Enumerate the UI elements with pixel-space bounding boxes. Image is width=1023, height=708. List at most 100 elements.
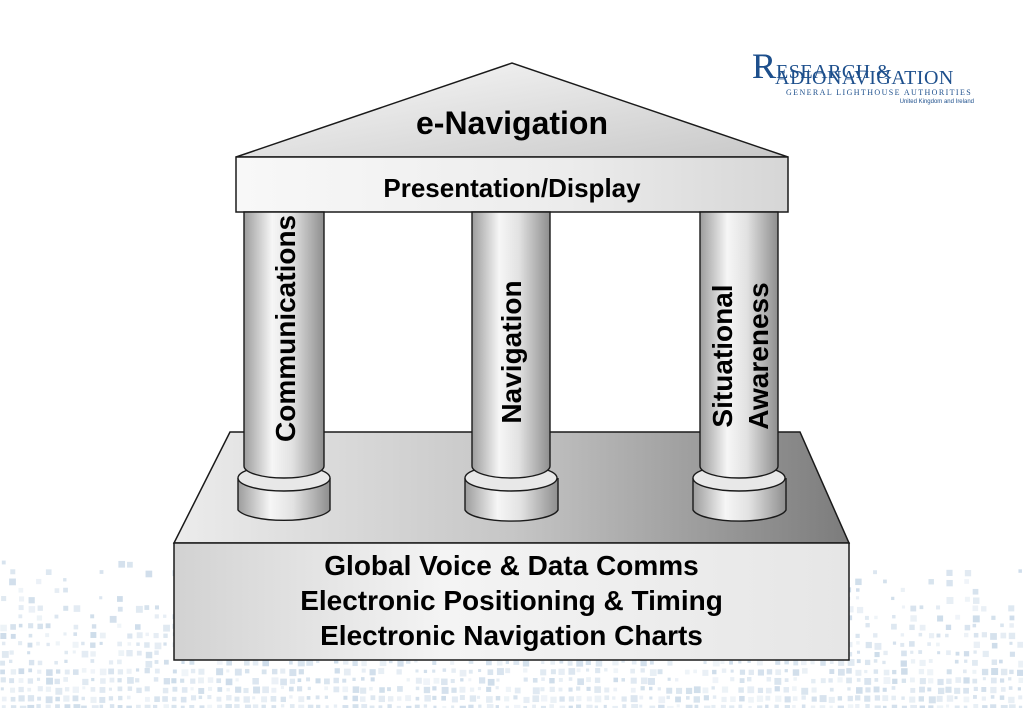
bg-pixel bbox=[874, 615, 878, 620]
bg-pixel bbox=[847, 659, 855, 666]
bg-pixel bbox=[874, 651, 880, 658]
bg-pixel bbox=[189, 705, 195, 708]
bg-pixel bbox=[117, 641, 122, 647]
bg-pixel bbox=[478, 704, 482, 708]
bg-pixel bbox=[342, 678, 347, 683]
bg-pixel bbox=[298, 704, 305, 708]
bg-pixel bbox=[90, 632, 97, 638]
bg-pixel bbox=[963, 705, 968, 708]
bg-pixel bbox=[919, 624, 926, 631]
bg-pixel bbox=[63, 587, 68, 593]
bg-pixel bbox=[172, 669, 177, 674]
bg-pixel bbox=[352, 704, 359, 708]
bg-pixel bbox=[307, 704, 314, 708]
bg-pixel bbox=[693, 696, 700, 703]
bg-pixel bbox=[955, 614, 961, 620]
bg-pixel bbox=[144, 642, 150, 648]
bg-pixel bbox=[45, 696, 53, 704]
bg-pixel bbox=[622, 704, 627, 708]
bg-pixel bbox=[361, 677, 365, 681]
bg-pixel bbox=[585, 659, 591, 666]
bg-pixel bbox=[864, 659, 871, 666]
bg-pixel bbox=[495, 695, 501, 701]
bg-pixel bbox=[918, 668, 925, 675]
bg-pixel bbox=[9, 578, 16, 586]
bg-pixel bbox=[135, 605, 143, 613]
bg-pixel bbox=[874, 695, 881, 701]
bg-pixel bbox=[235, 686, 242, 693]
bg-pixel bbox=[1018, 569, 1022, 573]
bg-pixel bbox=[145, 570, 153, 578]
bg-pixel bbox=[496, 668, 504, 676]
bg-pixel bbox=[793, 660, 799, 666]
bg-pixel bbox=[180, 705, 185, 708]
bg-pixel bbox=[999, 695, 1005, 700]
bg-pixel bbox=[676, 687, 683, 694]
bg-pixel bbox=[703, 695, 709, 701]
bg-pixel bbox=[450, 678, 455, 684]
bg-pixel bbox=[81, 668, 87, 673]
bg-pixel bbox=[82, 678, 89, 686]
bg-pixel bbox=[594, 695, 602, 703]
bg-pixel bbox=[865, 623, 870, 628]
bg-pixel bbox=[981, 632, 987, 638]
bg-pixel bbox=[684, 669, 690, 675]
bg-pixel bbox=[153, 633, 159, 639]
bg-pixel bbox=[594, 686, 601, 693]
bg-pixel bbox=[433, 705, 437, 708]
bg-pixel bbox=[757, 687, 764, 693]
bg-pixel bbox=[207, 677, 214, 683]
bg-pixel bbox=[901, 705, 907, 708]
bg-pixel bbox=[406, 659, 411, 664]
bg-pixel bbox=[1009, 641, 1013, 645]
bg-pixel bbox=[567, 660, 573, 666]
bg-pixel bbox=[216, 678, 222, 684]
bg-pixel bbox=[918, 696, 924, 702]
bg-pixel bbox=[459, 686, 466, 693]
bg-pixel bbox=[963, 669, 967, 674]
bg-pixel bbox=[289, 678, 296, 684]
bg-pixel bbox=[739, 695, 745, 702]
bg-pixel bbox=[378, 705, 383, 708]
bg-pixel bbox=[432, 660, 437, 665]
bg-pixel bbox=[487, 678, 495, 686]
bg-pixel bbox=[648, 686, 653, 691]
bg-pixel bbox=[639, 704, 643, 708]
bg-pixel bbox=[171, 678, 177, 684]
bg-pixel bbox=[10, 633, 16, 639]
bg-pixel bbox=[63, 578, 67, 582]
bg-pixel bbox=[991, 615, 996, 620]
bg-pixel bbox=[954, 696, 958, 700]
bg-pixel bbox=[18, 596, 25, 602]
bg-pixel bbox=[990, 686, 997, 694]
bg-pixel bbox=[234, 668, 242, 676]
bg-pixel bbox=[586, 696, 592, 702]
bg-pixel bbox=[837, 705, 844, 708]
bg-pixel bbox=[289, 660, 293, 665]
bg-pixel bbox=[81, 705, 87, 708]
bg-pixel bbox=[451, 705, 455, 708]
bg-pixel bbox=[9, 678, 15, 684]
bg-pixel bbox=[550, 660, 556, 665]
bg-pixel bbox=[865, 687, 871, 693]
bg-pixel bbox=[243, 696, 250, 703]
bg-pixel bbox=[963, 696, 970, 703]
bg-pixel bbox=[90, 614, 95, 619]
bg-pixel bbox=[235, 678, 239, 682]
bg-pixel bbox=[460, 678, 464, 682]
bg-pixel bbox=[829, 669, 835, 674]
bg-pixel bbox=[964, 659, 968, 663]
bg-pixel bbox=[1, 651, 9, 658]
bg-pixel bbox=[361, 704, 368, 708]
logo-subtitle: GENERAL LIGHTHOUSE AUTHORITIES bbox=[786, 88, 973, 97]
bg-pixel bbox=[919, 659, 926, 667]
bg-pixel bbox=[468, 704, 474, 708]
bg-pixel bbox=[738, 704, 743, 708]
bg-pixel bbox=[666, 687, 673, 694]
bg-pixel bbox=[639, 695, 644, 700]
bg-pixel bbox=[37, 660, 43, 666]
bg-pixel bbox=[532, 704, 536, 708]
bg-pixel bbox=[1008, 696, 1015, 704]
bg-pixel bbox=[801, 695, 806, 700]
